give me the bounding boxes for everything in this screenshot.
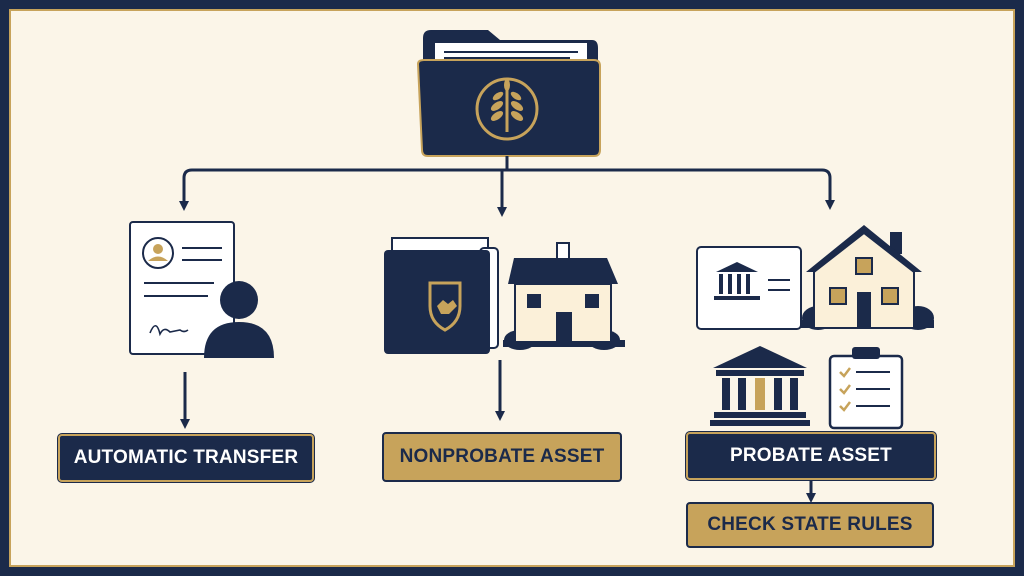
folder-leaf-icon [416, 30, 601, 157]
check-state-rules-text: CHECK STATE RULES [707, 514, 913, 535]
nonprobate-asset-label: NONPROBATE ASSET [382, 432, 622, 482]
automatic-transfer-text: AUTOMATIC TRANSFER [73, 447, 299, 468]
check-state-rules-label: CHECK STATE RULES [686, 502, 934, 548]
signed-document-person-icon [129, 221, 274, 358]
bank-building-icon [710, 346, 810, 426]
folder-handshake-shield-icon [384, 237, 499, 354]
checklist-clipboard-icon [828, 347, 904, 430]
probate-asset-label: PROBATE ASSET [686, 432, 936, 480]
automatic-transfer-label: AUTOMATIC TRANSFER [58, 434, 314, 482]
house-icon [503, 242, 625, 350]
connector-lines [179, 156, 835, 503]
house-icon-right [800, 225, 934, 330]
probate-asset-text: PROBATE ASSET [729, 445, 892, 466]
bank-document-icon [696, 246, 802, 330]
nonprobate-asset-text: NONPROBATE ASSET [399, 446, 605, 467]
